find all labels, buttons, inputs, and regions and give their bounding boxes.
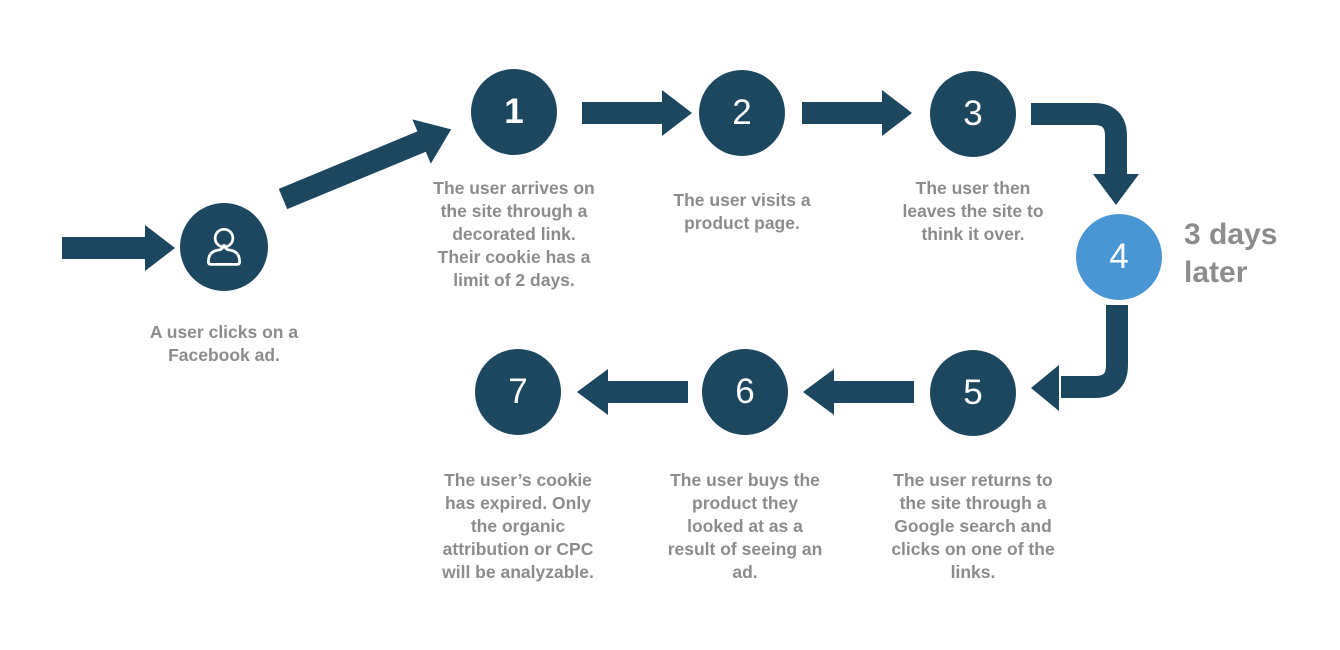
step-circle-4: 4: [1076, 214, 1162, 300]
start-label: A user clicks on a Facebook ad.: [149, 322, 299, 365]
person-icon: [207, 227, 241, 266]
step-number: 3: [963, 93, 983, 133]
step-number: 4: [1109, 236, 1129, 276]
step-label-2: The user visits a product page.: [673, 190, 811, 233]
start-node: [180, 203, 268, 291]
step-label-3: The user then leaves the site to think i…: [902, 178, 1044, 244]
arrow-step2-step3: [802, 90, 912, 136]
step-number: 6: [735, 371, 755, 411]
arrow-step1-step2: [582, 90, 692, 136]
step-circle-1: 1: [471, 69, 557, 155]
arrow-step4-step5: [1031, 305, 1128, 411]
three-days-later-annotation: 3 days later: [1184, 218, 1278, 289]
step-circle-6: 6: [702, 349, 788, 435]
arrow-step3-step4: [1031, 103, 1139, 205]
arrow-step6-step7: [577, 369, 688, 415]
step-circle-5: 5: [930, 350, 1016, 436]
step-label-1: The user arrives on the site through a d…: [433, 178, 595, 290]
arrow-start-to-step1: [278, 119, 452, 210]
step-circle-3: 3: [930, 71, 1016, 157]
step-label-5: The user returns to the site through a G…: [891, 470, 1055, 582]
step-circle-7: 7: [475, 349, 561, 435]
step-label-7: The user’s cookie has expired. Only the …: [442, 470, 594, 582]
arrow-into-start: [62, 225, 175, 271]
step-number: 2: [732, 92, 752, 132]
step-label-6: The user buys the product they looked at…: [667, 470, 823, 582]
step-number: 7: [508, 371, 528, 411]
arrow-step5-step6: [803, 369, 914, 415]
step-number: 1: [504, 91, 524, 131]
step-number: 5: [963, 372, 983, 412]
step-circle-2: 2: [699, 70, 785, 156]
